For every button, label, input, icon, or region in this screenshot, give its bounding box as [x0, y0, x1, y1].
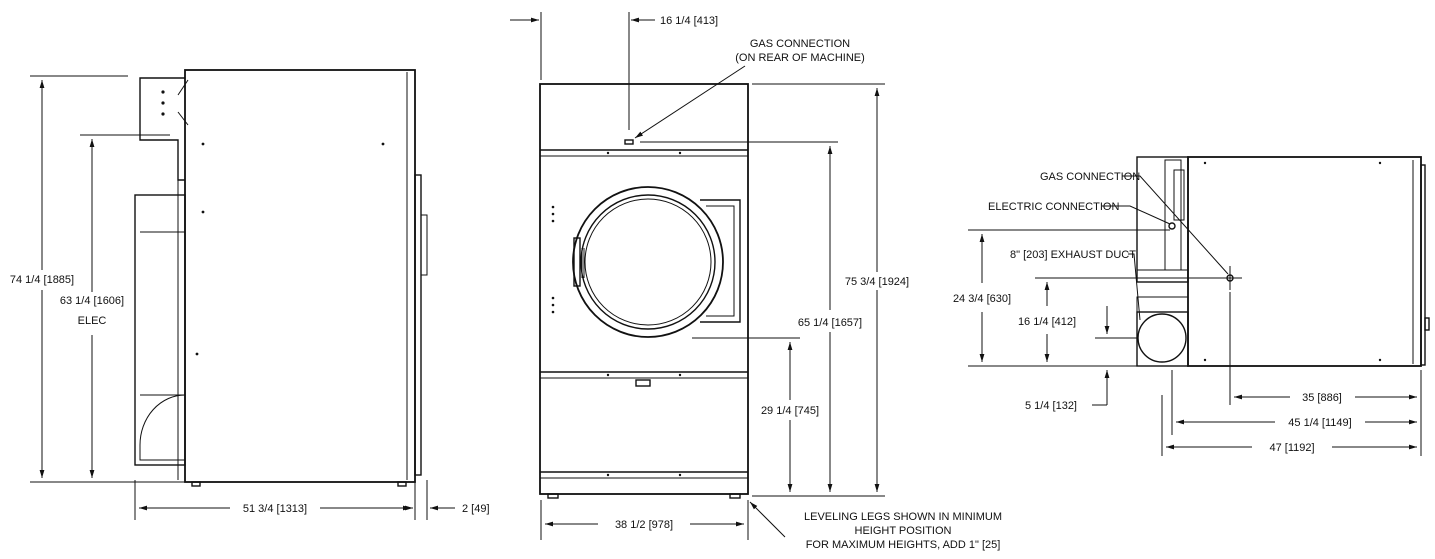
side-depth-dim: 51 3/4 [1313] — [243, 503, 307, 515]
side-view: 74 1/4 [1885] 63 1/4 [1606] ELEC 51 3/4 … — [10, 69, 490, 520]
top-electric-label: ELECTRIC CONNECTION — [988, 201, 1119, 213]
gas-connection-marker — [624, 139, 634, 145]
electric-connection-marker — [1168, 222, 1176, 230]
side-elec-label: ELEC — [78, 315, 107, 327]
front-door-center-dim: 29 1/4 [745] — [761, 405, 819, 417]
top-35-dim: 35 [886] — [1302, 392, 1342, 404]
front-view: 16 1/4 [413] GAS CONNECTION (ON REAR OF … — [510, 12, 1002, 551]
legs-note-line1: LEVELING LEGS SHOWN IN MINIMUM — [804, 511, 1002, 523]
front-gas-offset-dim: 16 1/4 [413] — [660, 15, 718, 27]
side-offset-dim: 2 [49] — [462, 503, 490, 515]
top-view: GAS CONNECTION ELECTRIC CONNECTION 8" [2… — [953, 156, 1430, 456]
front-gas-note-line2: (ON REAR OF MACHINE) — [735, 52, 865, 64]
top-gas-label: GAS CONNECTION — [1040, 171, 1140, 183]
top-47-dim: 47 [1192] — [1269, 442, 1314, 454]
top-5-dim: 5 1/4 [132] — [1025, 400, 1077, 412]
door-ring — [572, 186, 724, 338]
top-24-dim: 24 3/4 [630] — [953, 293, 1011, 305]
top-45-dim: 45 1/4 [1149] — [1288, 417, 1351, 429]
legs-note-line2: HEIGHT POSITION — [855, 525, 952, 537]
top-exhaust-label: 8" [203] EXHAUST DUCT — [1010, 249, 1136, 261]
front-cabinet — [539, 83, 749, 495]
front-gas-note-line1: GAS CONNECTION — [750, 38, 850, 50]
front-total-height-dim: 75 3/4 [1924] — [845, 276, 909, 288]
side-cabinet — [184, 69, 416, 483]
side-overall-height-dim: 74 1/4 [1885] — [10, 274, 74, 286]
front-width-dim: 38 1/2 [978] — [615, 519, 673, 531]
front-gas-height-dim: 65 1/4 [1657] — [798, 317, 862, 329]
legs-note-line3: FOR MAXIMUM HEIGHTS, ADD 1" [25] — [806, 539, 1001, 551]
side-elec-height-dim: 63 1/4 [1606] — [60, 295, 124, 307]
top-16-dim: 16 1/4 [412] — [1018, 316, 1076, 328]
top-cabinet — [1187, 156, 1422, 367]
